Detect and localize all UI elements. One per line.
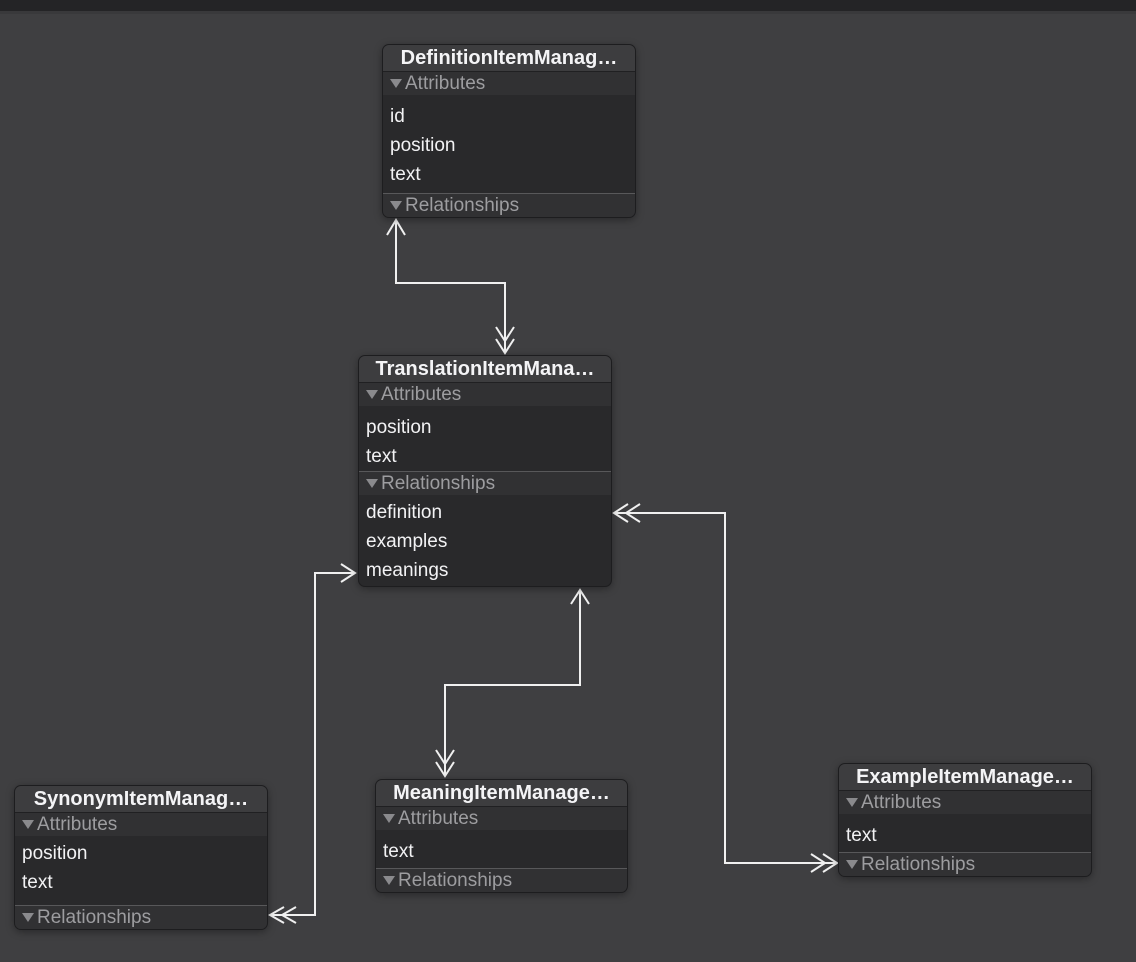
attributes-section-label: Attributes [861,791,942,813]
attributes-section-label: Attributes [37,813,118,835]
attribute-row[interactable]: text [22,872,53,893]
entity-title[interactable]: DefinitionItemManag… [383,45,635,72]
disclosure-triangle-icon [22,820,34,829]
attributes-list: text [839,814,1091,852]
disclosure-triangle-icon [390,79,402,88]
disclosure-triangle-icon [846,860,858,869]
attributes-section-header[interactable]: Attributes [359,383,611,406]
disclosure-triangle-icon [383,814,395,823]
attribute-row[interactable]: text [366,446,397,467]
attributes-list: text [376,830,627,868]
attributes-list: position text [15,836,267,905]
relationships-section-label: Relationships [37,906,152,928]
entity-card-meaning[interactable]: MeaningItemManage… Attributes text Relat… [375,779,628,893]
disclosure-triangle-icon [22,913,34,922]
disclosure-triangle-icon [383,876,395,885]
disclosure-triangle-icon [366,479,378,488]
relationships-list: definition examples meanings [359,495,611,586]
attributes-list: position text [359,406,611,471]
entity-card-translation[interactable]: TranslationItemMana… Attributes position… [358,355,612,587]
attribute-row[interactable]: text [846,825,877,846]
top-strip [0,0,1136,14]
relationships-section-header[interactable]: Relationships [839,852,1091,876]
entity-card-synonym[interactable]: SynonymItemManag… Attributes position te… [14,785,268,930]
attributes-section-header[interactable]: Attributes [15,813,267,836]
disclosure-triangle-icon [366,390,378,399]
connection-translation-synonym[interactable] [267,563,357,924]
connection-definition-translation[interactable] [386,218,515,355]
disclosure-triangle-icon [846,798,858,807]
entity-title[interactable]: SynonymItemManag… [15,786,267,813]
relationships-section-header[interactable]: Relationships [376,868,627,892]
attributes-section-header[interactable]: Attributes [376,807,627,830]
attributes-section-label: Attributes [381,383,462,405]
disclosure-triangle-icon [390,201,402,210]
relationships-section-label: Relationships [405,194,520,216]
relationships-section-header[interactable]: Relationships [383,193,635,217]
attributes-section-label: Attributes [405,72,486,94]
relationships-section-header[interactable]: Relationships [15,905,267,929]
attribute-row[interactable]: text [390,164,421,185]
attribute-row[interactable]: position [366,417,432,438]
attribute-row[interactable]: id [390,106,405,127]
relationships-section-header[interactable]: Relationships [359,471,611,495]
attributes-section-header[interactable]: Attributes [839,791,1091,814]
relationship-row[interactable]: meanings [366,560,449,581]
relationship-row[interactable]: definition [366,502,443,523]
attributes-section-header[interactable]: Attributes [383,72,635,95]
connection-translation-example[interactable] [612,503,839,873]
entity-title[interactable]: MeaningItemManage… [376,780,627,807]
attributes-section-label: Attributes [398,807,479,829]
entity-title[interactable]: TranslationItemMana… [359,356,611,383]
relationship-row[interactable]: examples [366,531,448,552]
relationships-section-label: Relationships [381,472,496,494]
entity-card-example[interactable]: ExampleItemManage… Attributes text Relat… [838,763,1092,877]
attributes-list: id position text [383,95,635,193]
connection-translation-meaning[interactable] [435,588,590,778]
relationships-section-label: Relationships [861,853,976,875]
attribute-row[interactable]: text [383,841,414,862]
entity-title[interactable]: ExampleItemManage… [839,764,1091,791]
relationships-section-label: Relationships [398,869,513,891]
attribute-row[interactable]: position [390,135,456,156]
entity-card-definition[interactable]: DefinitionItemManag… Attributes id posit… [382,44,636,218]
attribute-row[interactable]: position [22,843,88,864]
